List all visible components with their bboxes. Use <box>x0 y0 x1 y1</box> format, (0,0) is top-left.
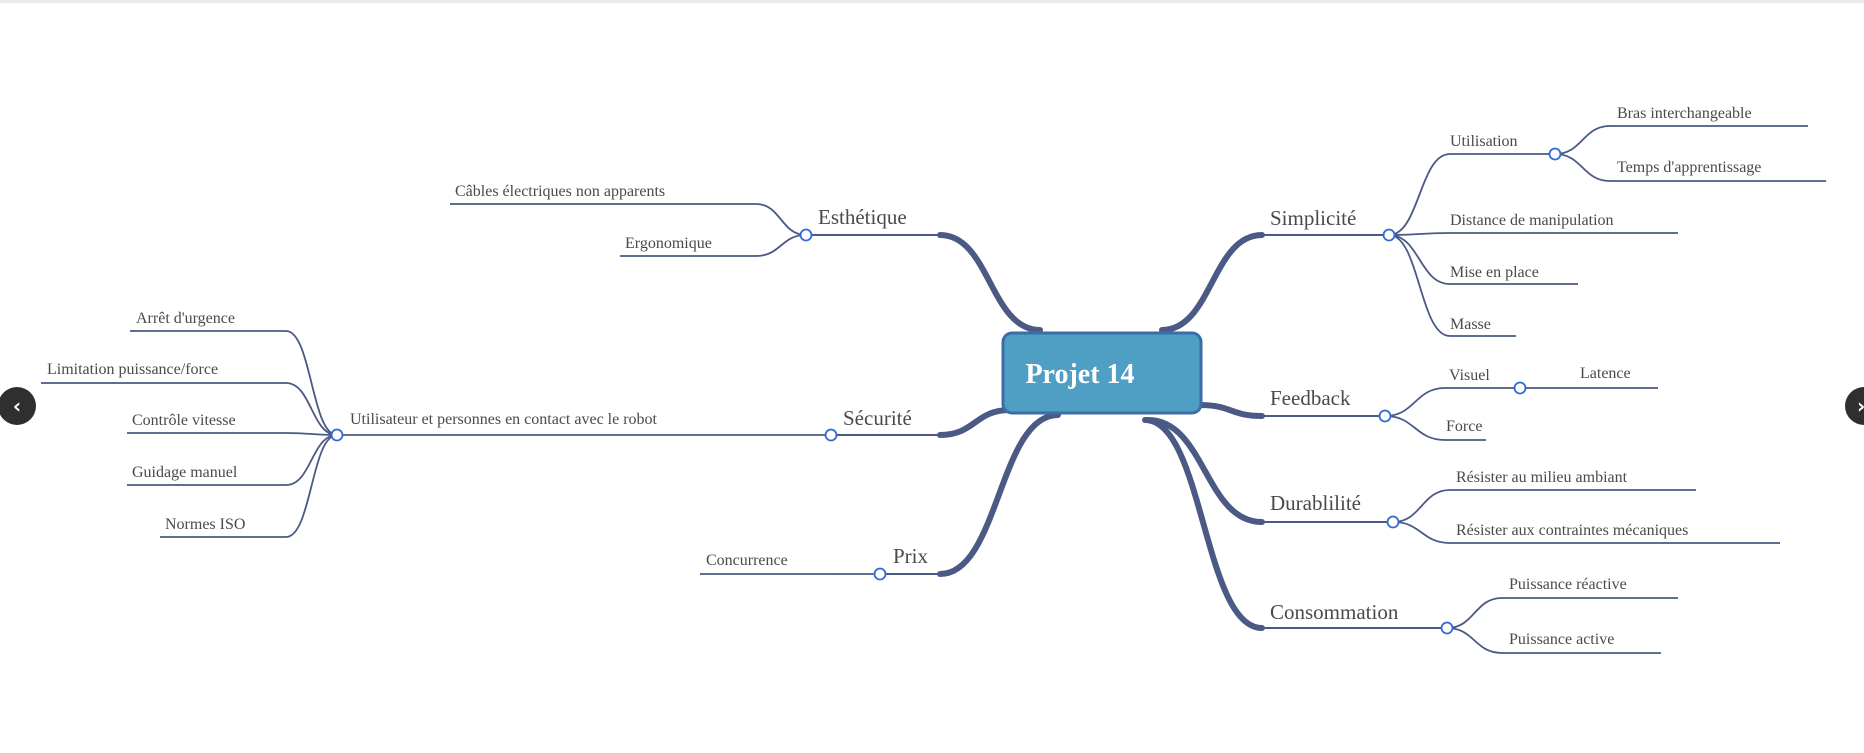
node-visuel-collapse-knob[interactable] <box>1513 381 1527 395</box>
branch-simplicite-connector <box>1159 232 1265 333</box>
branch-simplicite-collapse-knob[interactable] <box>1382 228 1396 242</box>
node-mise-en-place-label[interactable]: Mise en place <box>1450 264 1539 281</box>
branch-simplicite-label[interactable]: Simplicité <box>1270 206 1356 230</box>
node-resister-au-milieu-ambiant-connector <box>1392 489 1451 523</box>
node-bras-interchangeable-connector <box>1554 125 1611 155</box>
node-normes-iso-connector <box>285 434 338 538</box>
node-puissance-active-connector <box>1446 627 1503 654</box>
node-bras-interchangeable-label[interactable]: Bras interchangeable <box>1617 105 1752 122</box>
node-ergonomique-label[interactable]: Ergonomique <box>625 235 712 252</box>
node-force-label[interactable]: Force <box>1446 418 1482 435</box>
node-arret-d-urgence-label[interactable]: Arrêt d'urgence <box>136 310 235 327</box>
top-border <box>0 0 1864 3</box>
branch-prix-connector <box>937 412 1061 577</box>
node-force-connector <box>1384 415 1446 441</box>
node-limitation-puissance-force-connector <box>285 382 338 436</box>
branch-securite-collapse-knob[interactable] <box>824 428 838 442</box>
branch-securite-label[interactable]: Sécurité <box>843 406 912 430</box>
node-normes-iso-label[interactable]: Normes ISO <box>165 516 245 533</box>
node-mise-en-place-connector <box>1388 234 1451 285</box>
chevron-right-icon: › <box>1857 396 1864 416</box>
node-distance-de-manipulation-connector <box>1388 232 1451 236</box>
node-concurrence-label[interactable]: Concurrence <box>706 552 788 569</box>
node-controle-vitesse-label[interactable]: Contrôle vitesse <box>132 412 236 429</box>
node-resister-au-milieu-ambiant-label[interactable]: Résister au milieu ambiant <box>1456 469 1628 486</box>
node-utilisation-collapse-knob[interactable] <box>1548 147 1562 161</box>
node-guidage-manuel-label[interactable]: Guidage manuel <box>132 464 238 481</box>
node-puissance-active-label[interactable]: Puissance active <box>1509 631 1614 648</box>
node-utilisateur-et-personnes-en-contact-avec-le-robot-label[interactable]: Utilisateur et personnes en contact avec… <box>350 411 658 428</box>
branch-feedback-label[interactable]: Feedback <box>1270 386 1351 410</box>
node-puissance-reactive-label[interactable]: Puissance réactive <box>1509 576 1627 593</box>
branch-feedback-connector <box>1197 402 1265 419</box>
node-resister-aux-contraintes-mecaniques-label[interactable]: Résister aux contraintes mécaniques <box>1456 522 1688 539</box>
node-utilisation-label[interactable]: Utilisation <box>1450 133 1518 150</box>
branch-esthetique-connector <box>937 232 1043 333</box>
node-ergonomique-connector <box>755 234 807 257</box>
node-visuel-connector <box>1384 387 1446 417</box>
node-cables-electriques-non-apparents-label[interactable]: Câbles électriques non apparents <box>455 183 665 200</box>
node-puissance-reactive-connector <box>1446 597 1503 629</box>
branch-consommation-label[interactable]: Consommation <box>1270 600 1399 624</box>
node-masse-connector <box>1388 234 1451 337</box>
node-utilisation-connector <box>1388 153 1451 236</box>
branch-consommation-collapse-knob[interactable] <box>1440 621 1454 635</box>
root-node-label[interactable]: Projet 14 <box>1025 359 1134 390</box>
node-masse-label[interactable]: Masse <box>1450 316 1491 333</box>
node-arret-d-urgence-connector <box>285 330 338 436</box>
branch-feedback-collapse-knob[interactable] <box>1378 409 1392 423</box>
branch-prix-collapse-knob[interactable] <box>873 567 887 581</box>
node-resister-aux-contraintes-mecaniques-connector <box>1392 521 1451 544</box>
branch-durablilite-collapse-knob[interactable] <box>1386 515 1400 529</box>
next-button[interactable]: › <box>1845 387 1864 425</box>
node-distance-de-manipulation-label[interactable]: Distance de manipulation <box>1450 212 1614 229</box>
branch-prix-label[interactable]: Prix <box>893 544 929 568</box>
node-temps-d-apprentissage-connector <box>1554 153 1611 182</box>
root-node[interactable] <box>1001 331 1203 415</box>
branch-durablilite-label[interactable]: Durablilité <box>1270 491 1361 515</box>
branch-consommation-connector <box>1142 417 1265 631</box>
node-utilisateur-et-personnes-en-contact-avec-le-robot-collapse-knob[interactable] <box>330 428 344 442</box>
branch-durablilite-connector <box>1145 417 1265 525</box>
previous-button[interactable]: ‹ <box>0 387 36 425</box>
branch-securite-connector <box>937 407 1013 438</box>
node-guidage-manuel-connector <box>285 434 338 486</box>
chevron-left-icon: ‹ <box>12 394 22 418</box>
branch-esthetique-collapse-knob[interactable] <box>799 228 813 242</box>
node-temps-d-apprentissage-label[interactable]: Temps d'apprentissage <box>1617 159 1761 176</box>
node-latence-label[interactable]: Latence <box>1580 365 1631 382</box>
node-limitation-puissance-force-label[interactable]: Limitation puissance/force <box>47 361 218 378</box>
node-visuel-label[interactable]: Visuel <box>1449 367 1490 384</box>
branch-esthetique-label[interactable]: Esthétique <box>818 205 907 229</box>
node-cables-electriques-non-apparents-connector <box>755 203 807 236</box>
